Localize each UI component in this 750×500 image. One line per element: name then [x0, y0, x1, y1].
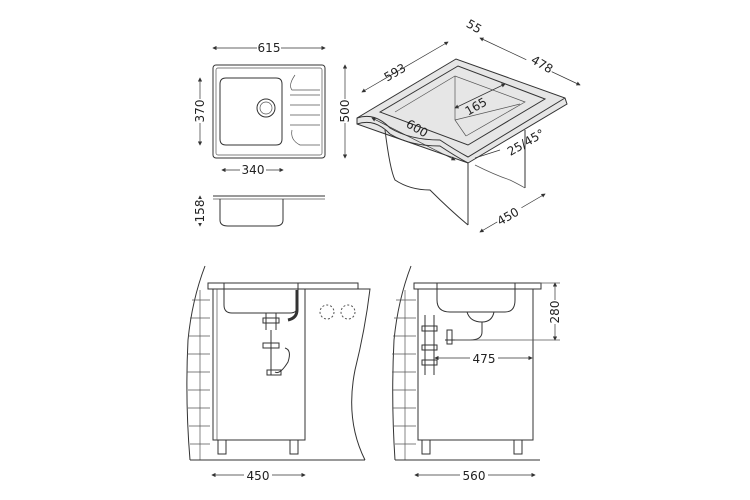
pipe-opening-icon [340, 304, 356, 320]
pipe-opening-icon [319, 304, 335, 320]
dim-depth-500: 500 [338, 100, 352, 123]
bowl [219, 77, 283, 146]
dim-rim-55: 55 [464, 17, 484, 37]
dim-drain-offset-475: 475 [473, 352, 496, 366]
dim-height-158: 158 [193, 200, 207, 223]
drain-icon [256, 98, 276, 118]
dim-bowl-width-340: 340 [242, 163, 265, 177]
isometric-view: 593 55 478 165 600 25/45° 450 [356, 17, 581, 233]
dim-cabinet-depth-560: 560 [463, 469, 486, 483]
side-section-view: 280 475 560 [392, 265, 562, 483]
front-view: 450 [186, 265, 371, 483]
dim-drain-height-280: 280 [548, 301, 562, 324]
side-view: 158 [193, 195, 325, 227]
drainer-ribs [290, 74, 320, 146]
dim-bowl-depth-370: 370 [193, 100, 207, 123]
dim-width-615: 615 [258, 41, 281, 55]
top-view: 615 370 500 340 [193, 40, 352, 177]
dim-cutout-593: 593 [382, 61, 409, 85]
dim-front-450: 450 [247, 469, 270, 483]
